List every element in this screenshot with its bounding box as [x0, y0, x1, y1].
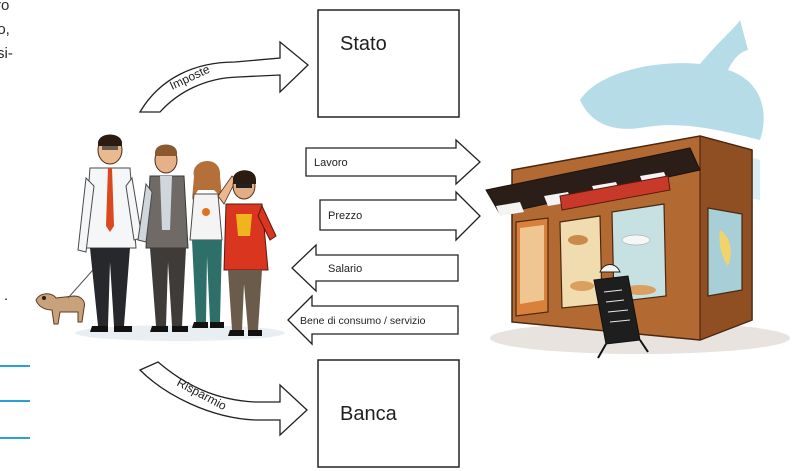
- price-arrow: Prezzo: [319, 190, 481, 242]
- wage-arrow: Salario: [291, 243, 459, 293]
- state-box: Stato: [317, 9, 460, 118]
- goods-arrow: Bene di consumo / servizio: [287, 294, 459, 346]
- state-box-frame: [317, 9, 460, 118]
- households-illustration: [35, 134, 285, 341]
- goods-arrow-label: Bene di consumo / servizio: [300, 315, 426, 327]
- goods-arrow-shape: [287, 294, 459, 346]
- taxes-arrow: Imposte: [138, 40, 309, 113]
- savings-arrow-shape: [138, 361, 308, 437]
- bank-box-frame: [317, 359, 460, 468]
- wage-arrow-shape: [291, 243, 459, 293]
- labor-arrow-shape: [305, 138, 481, 186]
- labor-arrow-label: Lavoro: [314, 157, 348, 169]
- labor-arrow: Lavoro: [305, 138, 481, 186]
- state-box-label: Stato: [340, 33, 387, 55]
- shop-chalkboard: [593, 264, 649, 359]
- person-woman: [189, 160, 237, 328]
- sky-splash: [580, 20, 764, 140]
- cut-text-line-2: io,: [0, 21, 10, 38]
- bank-box: Banca: [317, 359, 460, 468]
- cut-text-line-3: si-: [0, 45, 13, 62]
- cut-text-line-1: ro: [0, 0, 9, 14]
- shop-illustration: [485, 20, 790, 359]
- person-man-vest: [137, 144, 189, 332]
- person-man-red-shirt: [223, 170, 277, 336]
- cut-text-dot: .: [4, 287, 8, 304]
- shop-window-left: [559, 215, 603, 309]
- price-arrow-label: Prezzo: [328, 210, 362, 222]
- wage-arrow-label: Salario: [328, 263, 362, 275]
- savings-arrow: Risparmio: [138, 361, 308, 437]
- price-arrow-shape: [319, 190, 481, 242]
- person-man-tie: [77, 134, 143, 332]
- taxes-arrow-shape: [138, 40, 309, 113]
- dog-figure: [35, 261, 101, 325]
- accent-lines: [0, 365, 30, 439]
- bank-box-label: Banca: [340, 403, 398, 425]
- shop-sign: [559, 175, 671, 211]
